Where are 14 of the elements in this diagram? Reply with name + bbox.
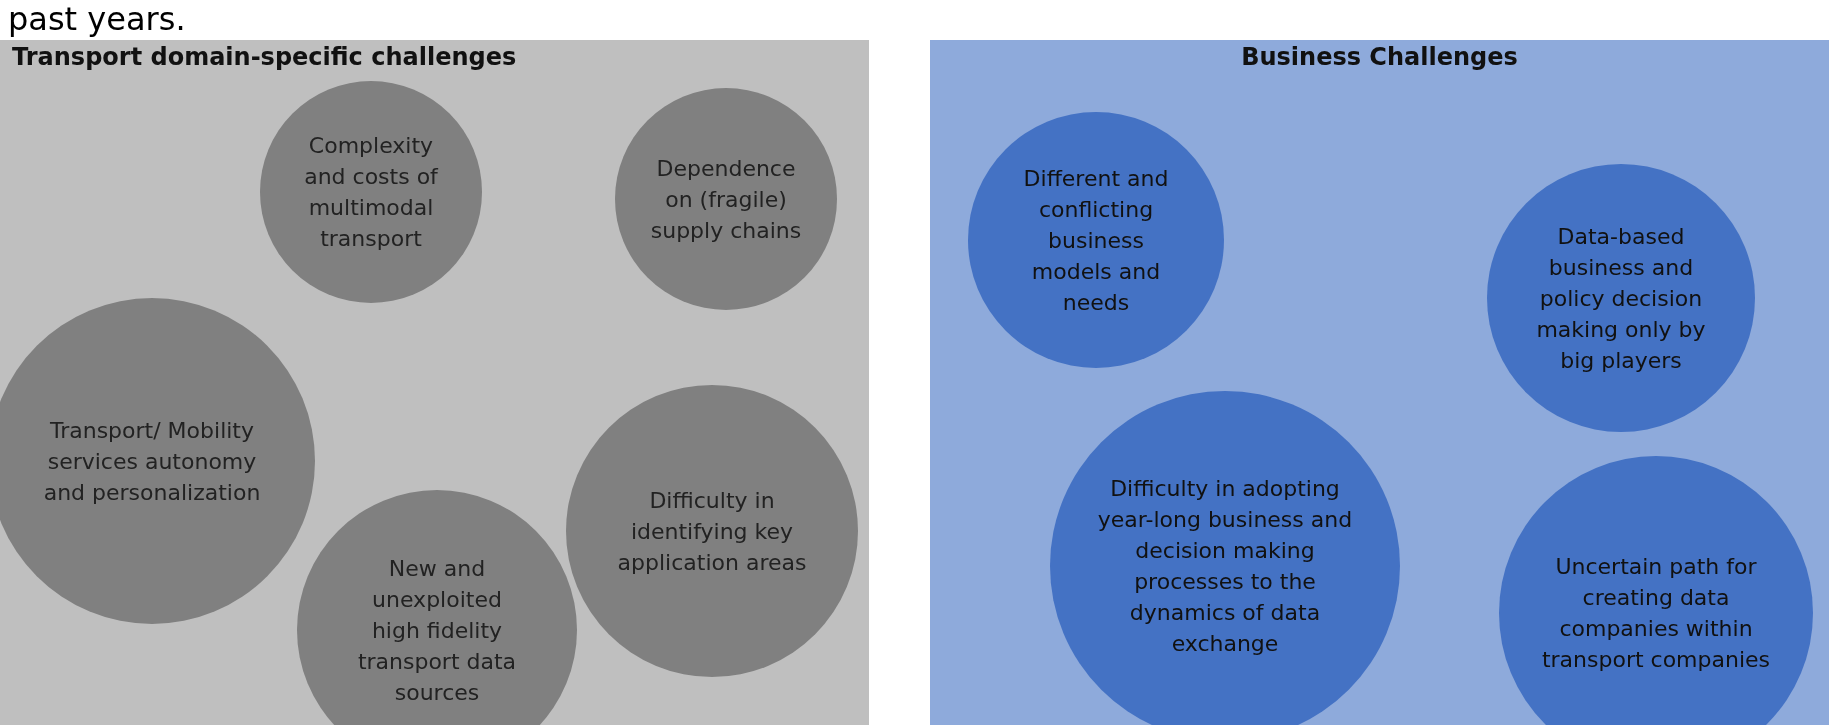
panel-heading: Transport domain-specific challenges xyxy=(11,43,518,71)
panel-background xyxy=(0,40,869,725)
challenge-text: Dependence on (fragile) supply chains xyxy=(649,154,803,245)
challenge-text: Transport/ Mobility services autonomy and personalization xyxy=(42,416,262,507)
challenge-text: Difficulty in adopting year-long business and decision making processes to the dynamics of data exchange xyxy=(1096,475,1354,658)
challenge-text: New and unexploited high fidelity transport data sources xyxy=(356,554,518,707)
challenge-text: Uncertain path for creating data companies within transport companies xyxy=(1540,553,1772,674)
challenge-text: Data-based business and policy decision making only by big players xyxy=(1535,222,1707,375)
challenge-text: Different and conflicting business models and needs xyxy=(1022,164,1170,317)
challenge-text: Difficulty in identifying key application areas xyxy=(616,486,808,577)
panel-heading: Business Challenges xyxy=(1240,43,1519,71)
panel-background xyxy=(930,40,1829,725)
caption-text: past years. xyxy=(8,0,186,38)
challenge-text: Complexity and costs of multimodal transport xyxy=(303,132,440,253)
